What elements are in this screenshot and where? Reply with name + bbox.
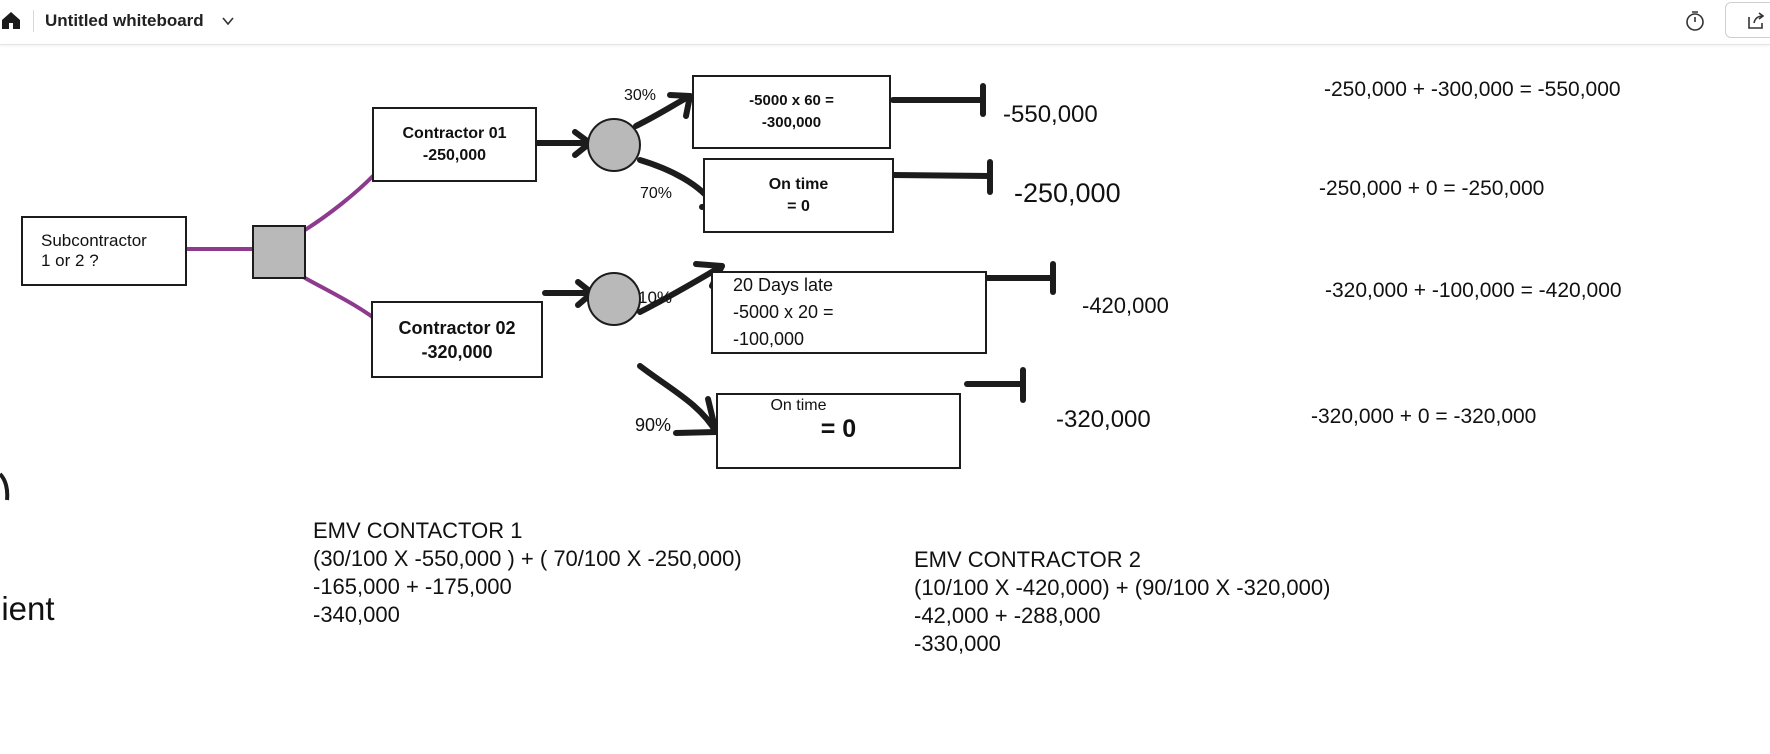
emv2-line1: (10/100 X -420,000) + (90/100 X -320,000… (914, 575, 1331, 600)
c2-late-box[interactable]: 20 Days late -5000 x 20 = -100,000 (711, 271, 987, 354)
c2-ontime-box[interactable]: On time = 0 (716, 393, 961, 469)
outcome-value-2: -250,000 (1014, 178, 1121, 208)
outcome-value-3: -420,000 (1082, 293, 1169, 318)
decision-subcontractor-box[interactable]: Subcontractor 1 or 2 ? (21, 216, 187, 286)
emv2-title: EMV CONTRACTOR 2 (914, 547, 1141, 572)
emv2-line2: -42,000 + -288,000 (914, 603, 1101, 628)
chance-node-2 (587, 272, 641, 326)
home-icon[interactable] (0, 9, 22, 31)
emv1-line1: (30/100 X -550,000 ) + ( 70/100 X -250,0… (313, 546, 742, 571)
prob-label-70: 70% (640, 185, 673, 202)
share-button[interactable] (1725, 2, 1770, 38)
c1-ontime-box[interactable]: On time = 0 (703, 158, 894, 233)
contractor-01-box[interactable]: Contractor 01 -250,000 (372, 107, 537, 182)
emv1-line2: -165,000 + -175,000 (313, 574, 512, 599)
whiteboard-canvas[interactable]: Subcontractor 1 or 2 ? Contractor 01 -25… (0, 44, 1770, 754)
timer-icon[interactable] (1684, 10, 1706, 32)
contractor-02-box[interactable]: Contractor 02 -320,000 (371, 301, 543, 378)
sum-line-1: -250,000 + -300,000 = -550,000 (1324, 78, 1621, 101)
prob-label-90: 90% (635, 415, 672, 435)
share-icon (1748, 12, 1765, 29)
prob-label-30: 30% (624, 87, 657, 104)
c1-late-box[interactable]: -5000 x 60 = -300,000 (692, 75, 891, 149)
chevron-down-icon[interactable] (221, 14, 235, 28)
outcome-value-1: -550,000 (1003, 101, 1098, 128)
prob-label-10: 10% (638, 288, 673, 307)
partial-edge-shape (0, 472, 10, 501)
emv1-line3: -340,000 (313, 602, 400, 627)
branch-line-contractor1 (303, 174, 375, 232)
terminal-line-2 (890, 172, 993, 179)
chance-node-1 (587, 118, 641, 172)
arrow-to-c2-ontime (637, 363, 719, 435)
top-toolbar: Untitled whiteboard (0, 0, 1770, 45)
outcome-value-4: -320,000 (1056, 406, 1151, 433)
emv1-title: EMV CONTACTOR 1 (313, 518, 523, 543)
sum-line-3: -320,000 + -100,000 = -420,000 (1325, 279, 1622, 302)
emv2-line3: -330,000 (914, 631, 1001, 656)
arrow-to-c2-late (637, 263, 725, 315)
sum-line-2: -250,000 + 0 = -250,000 (1319, 177, 1545, 200)
partial-client-label: lient (0, 590, 55, 627)
toolbar-divider (33, 10, 34, 32)
whiteboard-title[interactable]: Untitled whiteboard (45, 11, 204, 30)
decision-node-square (252, 225, 306, 279)
sum-line-4: -320,000 + 0 = -320,000 (1311, 405, 1537, 428)
